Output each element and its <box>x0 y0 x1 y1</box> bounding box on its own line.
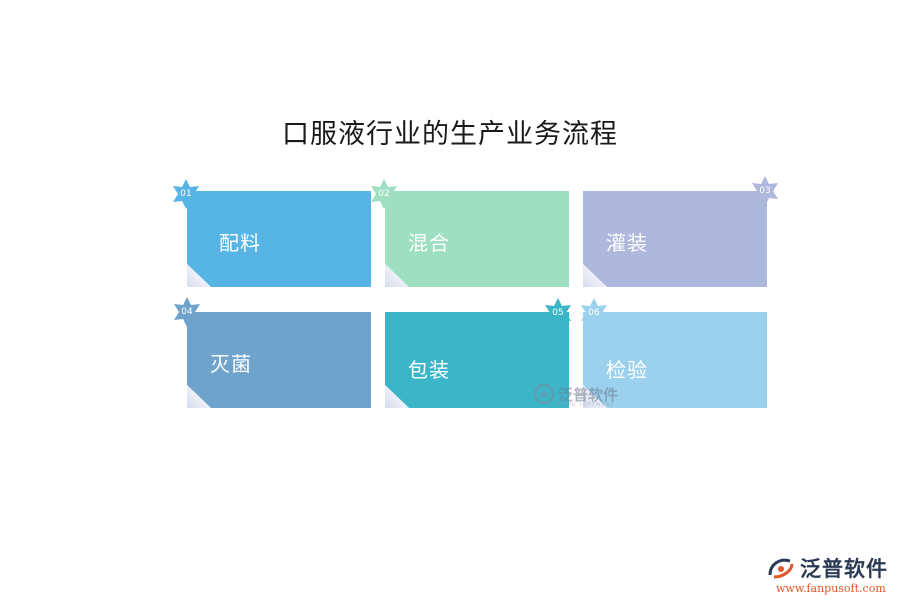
step-card-bg <box>385 312 569 408</box>
step-number: 04 <box>181 307 193 317</box>
step-card-bg <box>187 312 371 408</box>
brand-url[interactable]: www.fanpusoft.com <box>776 582 886 595</box>
step-number: 05 <box>552 308 564 318</box>
fanpu-logo-icon <box>768 558 794 579</box>
brand-logo: 泛普软件 <box>766 553 888 583</box>
page-title: 口服液行业的生产业务流程 <box>282 119 618 150</box>
star-badge-icon <box>173 179 199 209</box>
step-number-badge: 05 <box>542 297 574 329</box>
step-label: 包装 <box>408 358 450 382</box>
step-number-badge: 04 <box>171 296 203 328</box>
watermark-subtext: FANPU SOFTWARE <box>555 402 615 408</box>
brand-name: 泛普软件 <box>800 557 888 581</box>
step-card-bg <box>583 191 767 287</box>
star-badge-icon <box>545 298 571 328</box>
step-number-badge: 06 <box>578 297 610 329</box>
step-card-bg <box>583 312 767 408</box>
step-number: 02 <box>378 189 390 199</box>
step-card-01: 配料 <box>187 191 371 287</box>
step-card-bg <box>187 191 371 287</box>
step-label: 灭菌 <box>210 352 252 376</box>
watermark-text: 泛普软件 <box>558 385 619 404</box>
fanpu-logo-icon <box>533 383 555 405</box>
star-badge-icon <box>581 298 607 328</box>
step-card-bg <box>385 191 569 287</box>
star-badge-icon <box>174 297 200 327</box>
step-label: 灌装 <box>606 231 648 255</box>
step-label: 检验 <box>606 358 648 382</box>
watermark: 泛普软件 FANPU SOFTWARE <box>533 383 619 408</box>
step-number: 06 <box>588 308 600 318</box>
step-card-06: 检验 <box>583 312 767 408</box>
step-number-badge: 03 <box>749 175 781 207</box>
star-badge-icon <box>752 176 778 206</box>
step-card-03: 灌装 <box>583 191 767 287</box>
step-number: 01 <box>180 189 192 199</box>
step-card-05: 包装 <box>385 312 569 408</box>
step-number-badge: 01 <box>170 178 202 210</box>
step-card-04: 灭菌 <box>187 312 371 408</box>
star-badge-icon <box>371 179 397 209</box>
step-label: 配料 <box>219 231 261 255</box>
step-number: 03 <box>759 186 771 196</box>
step-number-badge: 02 <box>368 178 400 210</box>
step-label: 混合 <box>408 231 450 255</box>
step-card-02: 混合 <box>385 191 569 287</box>
